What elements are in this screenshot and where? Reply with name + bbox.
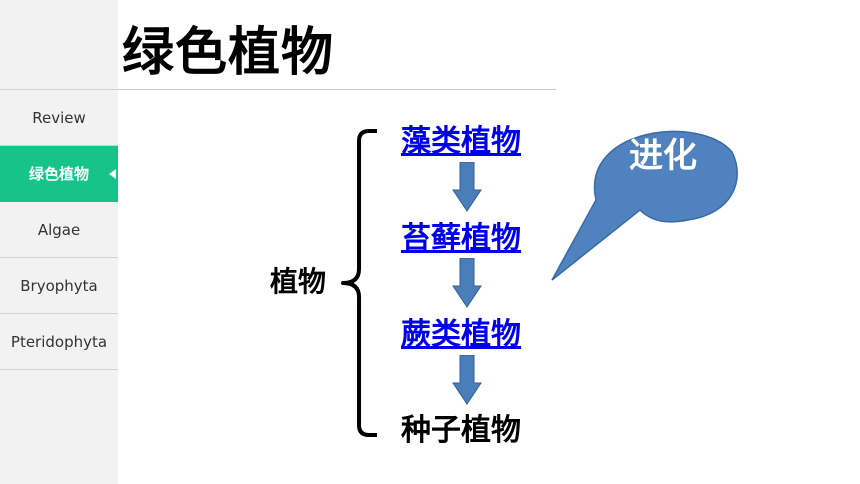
node-bryophyte-link[interactable]: 苔藓植物 [401,221,521,256]
node-seed-plants: 种子植物 [401,413,521,448]
sidebar-item-bryophyta[interactable]: Bryophyta [0,258,118,314]
sidebar-item-label: Review [32,108,86,127]
callout-label: 进化 [629,136,697,176]
sidebar-item-pteridophyta[interactable]: Pteridophyta [0,314,118,370]
sidebar-item-label: Algae [37,220,81,239]
arrow-down-icon [452,258,482,308]
node-algae-link[interactable]: 藻类植物 [401,124,521,159]
speech-bubble-icon [551,130,738,281]
sidebar-item-algae[interactable]: Algae [0,202,118,258]
sidebar-item-green-plants[interactable]: 绿色植物 [0,146,118,202]
sidebar-item-label: 绿色植物 [28,165,89,183]
node-fern-link[interactable]: 蕨类植物 [401,317,521,352]
sidebar-item-label: Pteridophyta [10,332,108,351]
arrow-down-icon [452,162,482,212]
active-pointer-icon [109,168,116,179]
sidebar: Review 绿色植物 Algae Bryophyta Pteridophyta [0,0,118,484]
root-label: 植物 [270,265,327,298]
title-divider [118,89,556,90]
sidebar-nav: Review 绿色植物 Algae Bryophyta Pteridophyta [0,89,118,370]
sidebar-item-label: Bryophyta [20,276,98,295]
page-title: 绿色植物 [122,23,335,83]
curly-brace-icon [341,129,377,437]
sidebar-item-review[interactable]: Review [0,89,118,146]
arrow-down-icon [452,355,482,405]
